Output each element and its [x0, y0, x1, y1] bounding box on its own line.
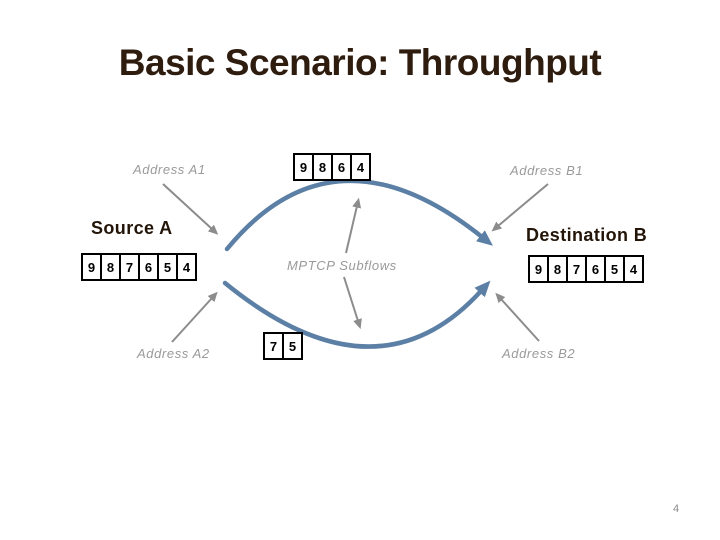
sequence-cell: 7	[119, 253, 140, 281]
sequence-cell: 8	[312, 153, 333, 181]
address-b1-arrow	[491, 183, 549, 232]
slide-title: Basic Scenario: Throughput	[118, 42, 602, 83]
address-a1-label: Address A1	[133, 162, 206, 177]
subflow-top-curve	[224, 178, 493, 252]
address-a2-arrow	[171, 291, 218, 343]
address-a2-label: Address A2	[137, 346, 210, 361]
page-number: 4	[672, 503, 680, 515]
sequence-cell: 4	[176, 253, 197, 281]
sequence-cell: 6	[331, 153, 352, 181]
sequence-cell: 9	[81, 253, 102, 281]
sequence-cell: 9	[293, 153, 314, 181]
sequence-cell: 4	[350, 153, 371, 181]
sequence-cell: 9	[528, 255, 549, 283]
subflows-top-pointer-arrow	[345, 197, 362, 254]
sequence-cell: 6	[138, 253, 159, 281]
mptcp-subflows-label: MPTCP Subflows	[287, 258, 397, 273]
sequence-cell: 4	[623, 255, 644, 283]
sequence-cell: 7	[263, 332, 284, 360]
sequence-cell: 6	[585, 255, 606, 283]
sequence-cell: 5	[604, 255, 625, 283]
address-a1-arrow	[162, 183, 219, 235]
sequence-cell: 7	[566, 255, 587, 283]
source-a-heading: Source A	[91, 218, 173, 238]
address-b1-label: Address B1	[510, 163, 584, 178]
sequence-cell: 5	[157, 253, 178, 281]
sequence-cell: 5	[282, 332, 303, 360]
sequence-cell: 8	[100, 253, 121, 281]
destination-b-heading: Destination B	[526, 225, 648, 245]
sequence-cell: 8	[547, 255, 568, 283]
subflow-bottom-curve	[222, 280, 491, 349]
subflows-bottom-pointer-arrow	[343, 276, 362, 330]
address-b2-label: Address B2	[502, 346, 576, 361]
address-b2-arrow	[495, 292, 540, 342]
